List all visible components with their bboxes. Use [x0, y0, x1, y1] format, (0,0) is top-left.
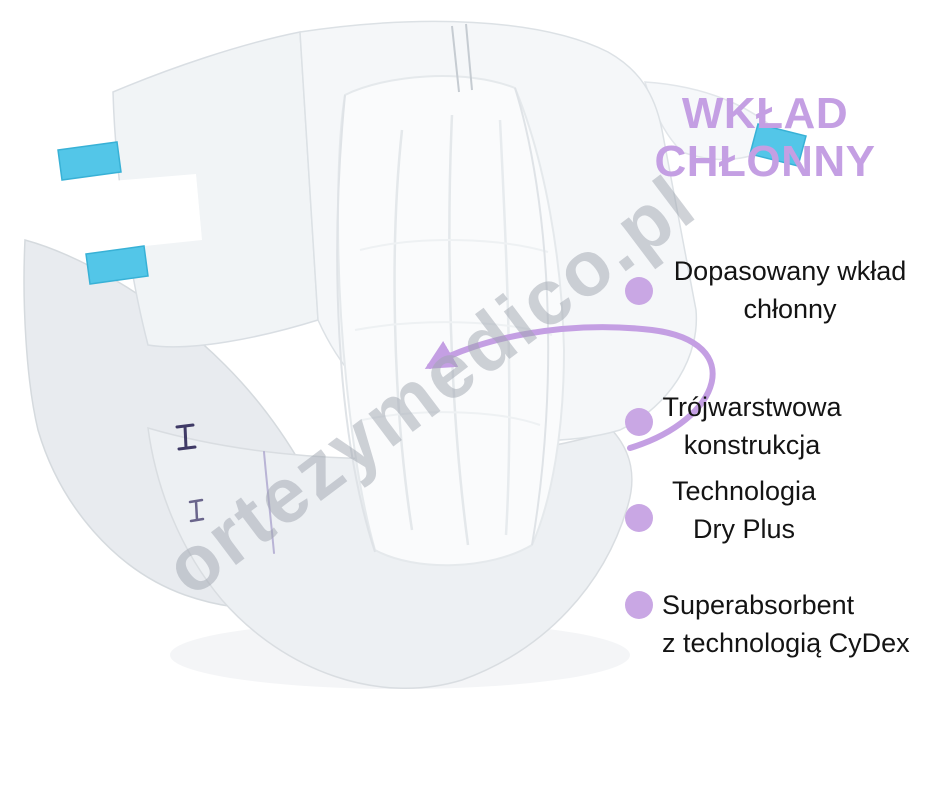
feature-bullet [625, 408, 653, 436]
feature-text-line: Superabsorbent [662, 590, 855, 620]
pointer-arrow [424, 324, 716, 451]
pad-fold-lines [336, 87, 553, 553]
feature-text-line: Dopasowany wkład [673, 256, 907, 286]
diaper-flap-notch [100, 174, 202, 250]
feature-bullet [625, 591, 653, 619]
fastening-tab-left-bottom [85, 245, 149, 285]
fastening-tab-right [749, 123, 807, 167]
back-seam-lines [451, 23, 473, 93]
feature-item-three-layer: Trójwarstwowa konstrukcja [640, 388, 864, 464]
feature-text-line: Trójwarstwowa [662, 392, 842, 422]
page-title: WKŁAD CHŁONNY [598, 90, 932, 186]
feature-text-line: Dry Plus [692, 514, 795, 544]
feature-bullet [625, 277, 653, 305]
feature-text-line: z technologią CyDex [662, 628, 910, 658]
size-indicator-marks [175, 423, 275, 554]
feature-item-superabsorbent: Superabsorbent z technologią CyDex [662, 586, 924, 662]
feature-text-line: chłonny [743, 294, 837, 324]
feature-text-line: Technologia [671, 476, 817, 506]
feature-item-fitted-core: Dopasowany wkład chłonny [656, 252, 924, 328]
fastening-tab-left-top [57, 141, 122, 181]
feature-bullet [625, 504, 653, 532]
feature-item-dry-plus: Technologia Dry Plus [640, 472, 848, 548]
page-title-line1: WKŁAD [681, 89, 849, 138]
page-title-line2: CHŁONNY [654, 137, 876, 186]
feature-text-line: konstrukcja [683, 430, 821, 460]
